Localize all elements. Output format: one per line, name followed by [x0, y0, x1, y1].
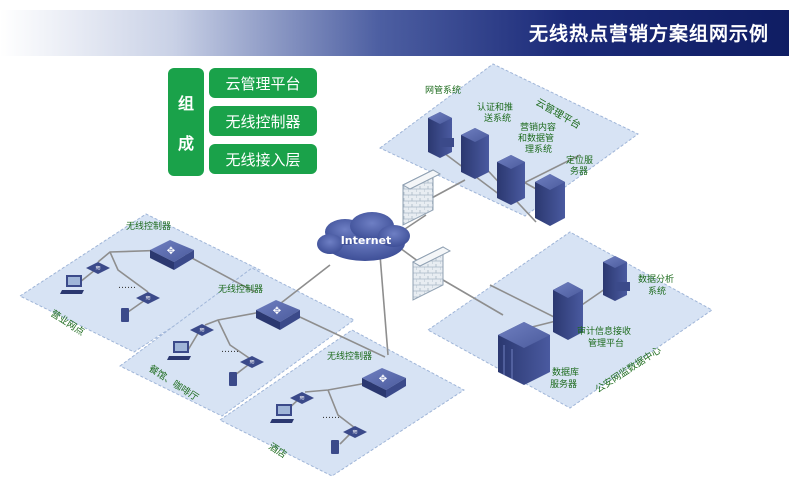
firewall-security-icon: [411, 246, 452, 301]
composition-char-2: 成: [177, 134, 194, 153]
ap-icon: [136, 292, 160, 304]
controller-1-label: 无线控制器: [126, 220, 171, 232]
label-mkt-3: 理系统: [525, 143, 552, 155]
label-audit-2: 管理平台: [588, 337, 624, 349]
svg-text:≋: ≋: [299, 394, 305, 402]
composition-item-access: 无线接入层: [209, 144, 317, 174]
analysis-server-icon: [603, 256, 630, 301]
ap-icon: [290, 392, 314, 404]
label-db-2: 服务器: [550, 378, 577, 390]
nms-server-icon: [428, 112, 454, 158]
phone-icon: [229, 372, 237, 386]
access-points: [86, 262, 367, 438]
svg-text:≋: ≋: [199, 326, 205, 334]
marketing-server-icon: [497, 155, 525, 205]
label-db-1: 数据库: [552, 366, 579, 378]
label-nms: 网管系统: [425, 84, 461, 96]
ap-dots-3: ……: [322, 411, 340, 421]
ap-dots-2: ……: [221, 345, 239, 355]
composition-char-1: 组: [177, 94, 194, 113]
label-analysis-1: 数据分析: [638, 273, 674, 285]
zone-site-2: [119, 267, 355, 417]
internet-cloud-icon: [317, 212, 410, 261]
ap-icon: [190, 324, 214, 336]
ap-icon: [343, 426, 367, 438]
label-mkt-2: 和数据管: [518, 132, 554, 144]
zone-site-3: [219, 329, 465, 477]
audit-server-icon: [553, 282, 583, 340]
laptop-icon: [167, 341, 191, 360]
controller-1-icon: ✥: [150, 240, 194, 270]
ap-dots-1: ……: [118, 281, 136, 291]
zone-cloud-platform: [379, 63, 639, 217]
composition-label: 组 成: [168, 68, 204, 176]
label-mkt-1: 营销内容: [520, 121, 556, 133]
database-rack-icon: [498, 322, 550, 385]
svg-text:✥: ✥: [379, 374, 387, 385]
location-server-icon: [535, 174, 565, 226]
firewall-cloud-icon: [401, 169, 442, 226]
label-auth-2: 送系统: [484, 112, 511, 124]
controller-2-label: 无线控制器: [218, 283, 263, 295]
ap-icon: [240, 356, 264, 368]
svg-text:≋: ≋: [249, 358, 255, 366]
composition-item-controller: 无线控制器: [209, 106, 317, 136]
label-auth-1: 认证和推: [477, 101, 513, 113]
label-loc-2: 务器: [570, 165, 588, 177]
controller-2-icon: ✥: [256, 300, 300, 330]
label-analysis-2: 系统: [648, 285, 666, 297]
auth-server-icon: [461, 128, 489, 179]
internet-label: Internet: [341, 234, 392, 247]
composition-item-cloud: 云管理平台: [209, 68, 317, 98]
svg-text:✥: ✥: [273, 306, 281, 317]
laptop-icon: [270, 404, 294, 423]
title-banner: 无线热点营销方案组网示例: [0, 10, 789, 56]
controller-3-label: 无线控制器: [327, 350, 372, 362]
ap-icon: [86, 262, 110, 274]
label-audit-1: 审计信息接收: [577, 325, 631, 337]
laptop-icon: [60, 275, 84, 294]
label-loc-1: 定位服: [566, 154, 593, 166]
svg-text:≋: ≋: [352, 428, 358, 436]
phone-icon: [331, 440, 339, 454]
controller-3-icon: ✥: [362, 368, 406, 398]
zone-site-1: [18, 213, 262, 353]
phone-icon: [121, 308, 129, 322]
svg-text:✥: ✥: [167, 246, 175, 257]
svg-text:≋: ≋: [95, 264, 101, 272]
page-title: 无线热点营销方案组网示例: [528, 23, 769, 45]
svg-text:≋: ≋: [145, 294, 151, 302]
